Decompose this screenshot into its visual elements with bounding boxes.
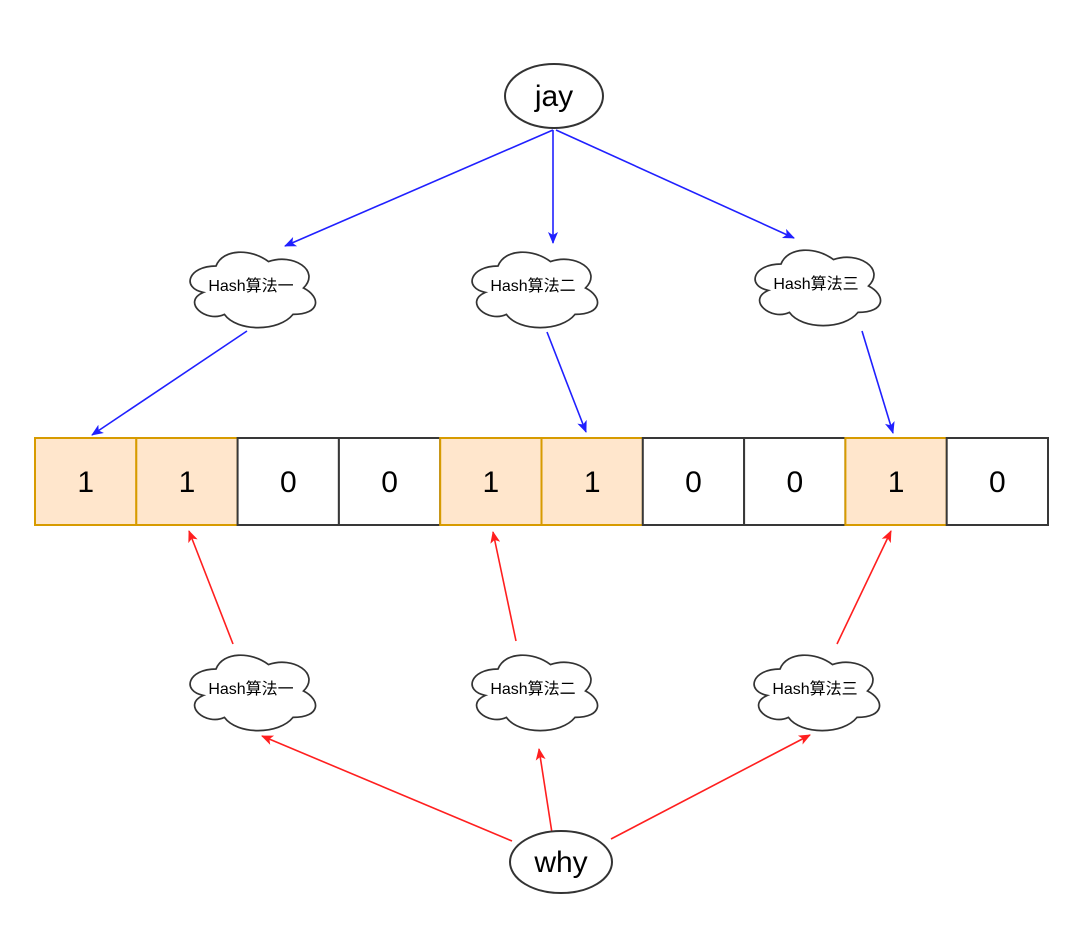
bit-value-5: 1 <box>584 466 601 499</box>
hash-cloud-bottom-1-label: Hash算法一 <box>208 679 293 698</box>
bit-value-3: 0 <box>381 466 398 499</box>
bit-value-9: 0 <box>989 466 1006 499</box>
hash-cloud-bottom-2 <box>471 654 599 732</box>
node-jay-label: jay <box>534 80 573 113</box>
arrow-jay-to-hash3 <box>555 129 795 239</box>
bit-value-1: 1 <box>179 466 196 499</box>
hash-cloud-top-1-label: Hash算法一 <box>208 276 293 295</box>
bit-value-6: 0 <box>685 466 702 499</box>
hash-cloud-top-2-label: Hash算法二 <box>490 276 575 295</box>
bit-cell-5 <box>540 437 644 526</box>
bit-cell-9 <box>945 437 1050 526</box>
bit-cell-0 <box>34 437 138 526</box>
hash-cloud-top-3-label: Hash算法三 <box>773 274 858 293</box>
hash-cloud-top-1 <box>189 251 317 329</box>
bit-value-0: 1 <box>77 466 94 499</box>
bit-cell-6 <box>641 437 746 526</box>
arrow-hash2-to-cell5 <box>546 331 587 433</box>
arrow-hash2b-to-cell4 <box>490 531 517 642</box>
bit-cell-2 <box>236 437 340 526</box>
bit-array: 1 1 0 0 1 1 0 0 1 0 <box>34 437 1050 526</box>
node-why-label: why <box>533 846 587 879</box>
bit-value-2: 0 <box>280 466 297 499</box>
arrow-why-to-hash2 <box>535 748 553 834</box>
arrow-why-to-hash3 <box>610 734 811 840</box>
bit-value-8: 1 <box>888 466 905 499</box>
hash-cloud-top-3 <box>754 249 882 327</box>
hash-cloud-bottom-2-label: Hash算法二 <box>490 679 575 698</box>
bit-value-7: 0 <box>786 466 803 499</box>
arrow-hash1-to-cell0 <box>91 330 248 436</box>
arrow-hash1b-to-cell1 <box>188 530 234 645</box>
hash-cloud-top-2 <box>471 251 599 329</box>
bit-cell-1 <box>135 437 239 526</box>
bit-cell-8 <box>844 437 948 526</box>
hash-cloud-bottom-1 <box>189 654 317 732</box>
node-jay <box>504 63 604 129</box>
bit-value-4: 1 <box>483 466 500 499</box>
arrow-why-to-hash1 <box>261 735 513 842</box>
bit-cell-3 <box>337 437 442 526</box>
bit-cell-4 <box>439 437 543 526</box>
hash-cloud-bottom-3 <box>753 654 881 732</box>
arrow-hash3b-to-cell8 <box>836 530 892 645</box>
hash-cloud-bottom-3-label: Hash算法三 <box>772 679 857 698</box>
arrow-hash3-to-cell8 <box>861 330 895 434</box>
node-why <box>509 830 613 894</box>
arrow-jay-to-hash1 <box>284 129 554 247</box>
